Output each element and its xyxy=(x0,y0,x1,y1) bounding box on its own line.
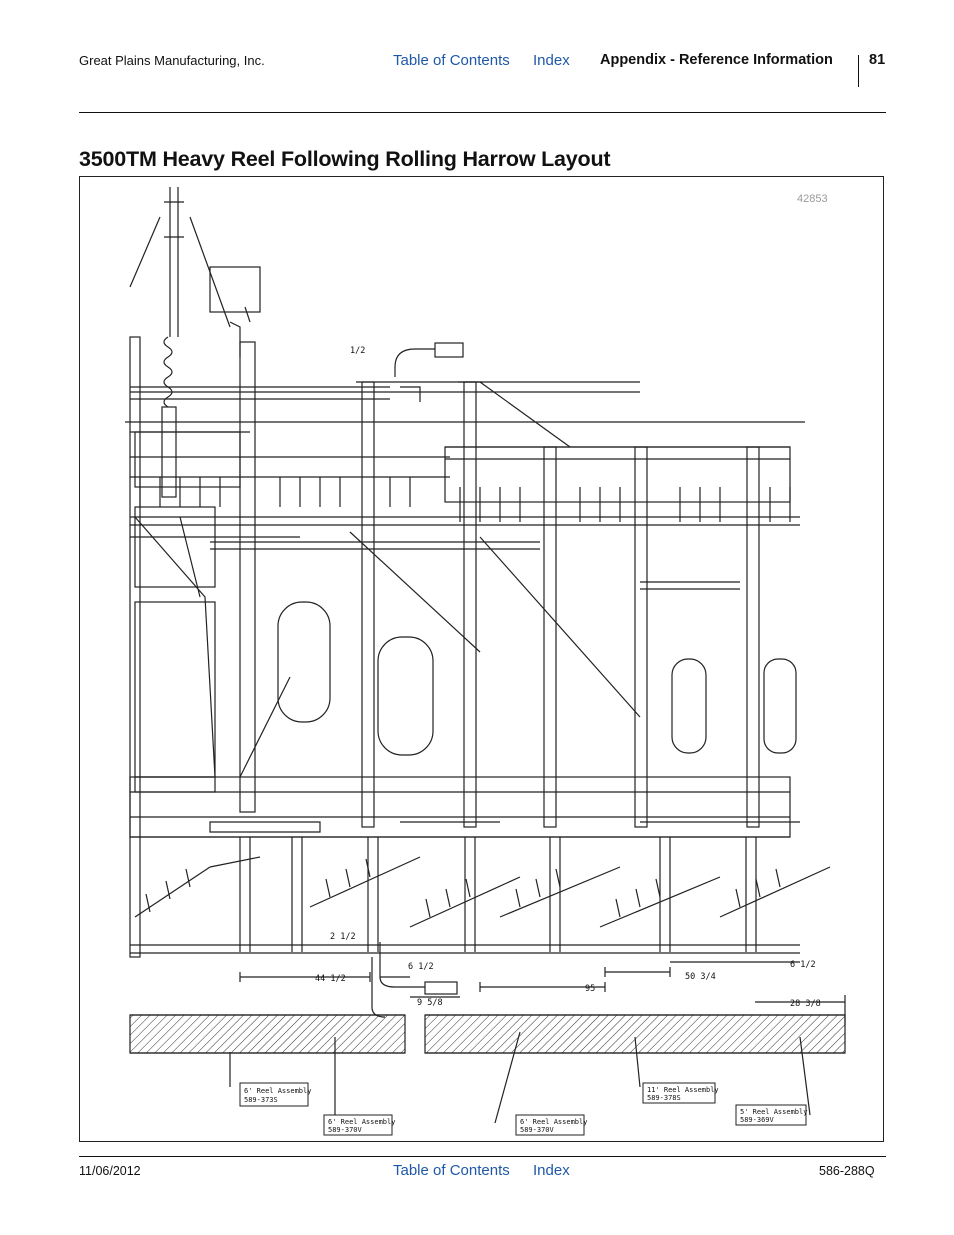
section-title: Appendix - Reference Information xyxy=(600,52,833,68)
footer-date: 11/06/2012 xyxy=(79,1164,141,1178)
callout-part: 589-370V xyxy=(328,1126,363,1134)
footer-rule xyxy=(79,1156,886,1157)
footer-index-link[interactable]: Index xyxy=(533,1162,570,1179)
header-table-of-contents-link[interactable]: Table of Contents xyxy=(393,52,510,69)
header-rule xyxy=(79,112,886,113)
callout-name: 11' Reel Assembly xyxy=(647,1086,719,1094)
callout-part: 589-378S xyxy=(647,1094,681,1102)
dim-label: 50 3/4 xyxy=(685,972,716,982)
dim-label: 95 xyxy=(585,984,595,994)
dim-label: 44 1/2 xyxy=(315,974,346,984)
callout-name: 6' Reel Assembly xyxy=(520,1118,587,1126)
dim-label: 6 1/2 xyxy=(790,960,816,970)
callout-name: 5' Reel Assembly xyxy=(740,1108,807,1116)
page-title: 3500TM Heavy Reel Following Rolling Harr… xyxy=(79,147,611,171)
dim-label: 2 1/2 xyxy=(330,932,356,942)
dim-label: 9 5/8 xyxy=(417,998,443,1008)
dim-label: 1/2 xyxy=(350,346,365,356)
dim-label: 6 1/2 xyxy=(408,962,434,972)
footer-table-of-contents-link[interactable]: Table of Contents xyxy=(393,1162,510,1179)
figure-frame: 1/2 2 1/2 6 1/2 44 1/2 9 5/8 50 3/4 95 6… xyxy=(79,176,884,1142)
company-name: Great Plains Manufacturing, Inc. xyxy=(79,53,265,68)
callout-part: 589-369V xyxy=(740,1116,775,1124)
document-number: 586-288Q xyxy=(819,1164,875,1178)
page-number: 81 xyxy=(869,52,886,68)
callout-name: 6' Reel Assembly xyxy=(244,1087,311,1095)
header-divider xyxy=(858,55,859,87)
callout-name: 6' Reel Assembly xyxy=(328,1118,395,1126)
figure-number: 42853 xyxy=(797,193,828,205)
callout-part: 589-373S xyxy=(244,1096,278,1104)
dim-label: 28 3/8 xyxy=(790,999,821,1009)
harrow-layout-drawing: 1/2 2 1/2 6 1/2 44 1/2 9 5/8 50 3/4 95 6… xyxy=(125,187,846,1136)
callout-part: 589-370V xyxy=(520,1126,555,1134)
header-index-link[interactable]: Index xyxy=(533,52,570,69)
